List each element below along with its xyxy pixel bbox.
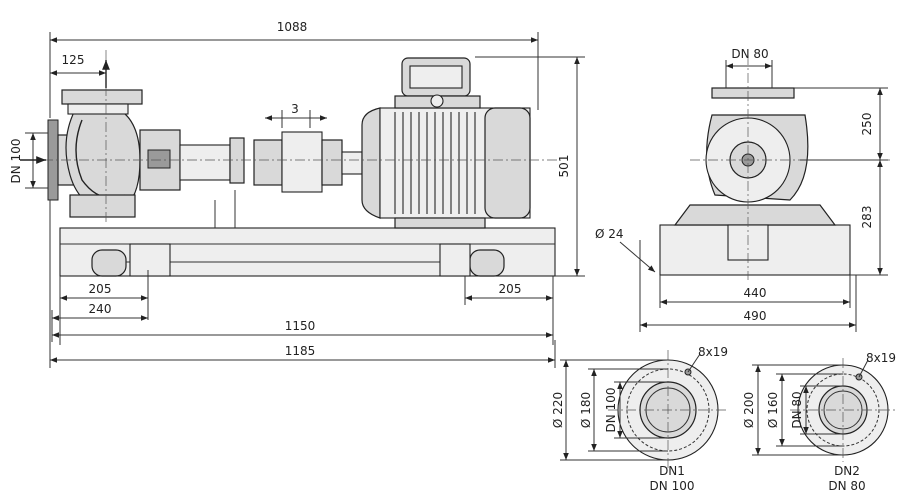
dim-discharge-dn: DN 80: [731, 47, 768, 61]
dim-hole-diameter: Ø 24: [595, 227, 624, 241]
flange-dn2-pcd: Ø 160: [766, 392, 780, 428]
dim-overall-length: 1088: [277, 20, 308, 34]
flange-dn2-bolts: 8x19: [866, 351, 896, 365]
flange-dn1: 8x19 Ø 220 Ø 180 DN 100 DN1 DN 100: [551, 345, 728, 493]
flange-dn1-label-1: DN1: [659, 464, 685, 478]
flange-dn2-outer-d: Ø 200: [742, 392, 756, 428]
flange-dn1-outer-d: Ø 220: [551, 392, 565, 428]
flange-dn2-bore: DN 80: [790, 391, 804, 428]
dim-shaft-height: 250: [860, 113, 874, 136]
dim-discharge-offset: 125: [62, 53, 85, 67]
flange-dn1-label-2: DN 100: [650, 479, 695, 493]
baseplate: [59, 227, 556, 277]
dim-foot-right: 205: [499, 282, 522, 296]
dim-coupling-gap: 3: [291, 102, 299, 116]
dim-suction-dn: DN 100: [9, 139, 23, 184]
dim-base-width-outer: 490: [744, 309, 767, 323]
bearing-bracket: [139, 129, 245, 228]
dim-base-width-inner: 440: [744, 286, 767, 300]
side-dimensions: 1088 125 3 501 DN 100 205 240 205: [9, 20, 585, 368]
flange-dn1-bore: DN 100: [604, 388, 618, 433]
flange-dn1-pcd: Ø 180: [579, 392, 593, 428]
front-view: [659, 55, 890, 280]
coupling: [253, 131, 363, 193]
flange-dn1-bolts: 8x19: [698, 345, 728, 359]
front-dimensions: DN 80 250 283 Ø 24 440 490: [595, 47, 888, 332]
flange-dn2-label-1: DN2: [834, 464, 860, 478]
dim-base-height: 283: [860, 206, 874, 229]
dim-foot-left: 205: [89, 282, 112, 296]
pump-casing: [47, 89, 143, 218]
dim-total-height: 501: [557, 155, 571, 178]
side-view: [25, 50, 560, 277]
dim-base-overall: 1185: [285, 344, 316, 358]
dim-base-length: 1150: [285, 319, 316, 333]
flange-dn2: 8x19 Ø 200 Ø 160 DN 80 DN2 DN 80: [742, 351, 896, 493]
motor: [361, 57, 531, 229]
dim-foot-left-outer: 240: [89, 302, 112, 316]
flange-dn2-label-2: DN 80: [828, 479, 865, 493]
